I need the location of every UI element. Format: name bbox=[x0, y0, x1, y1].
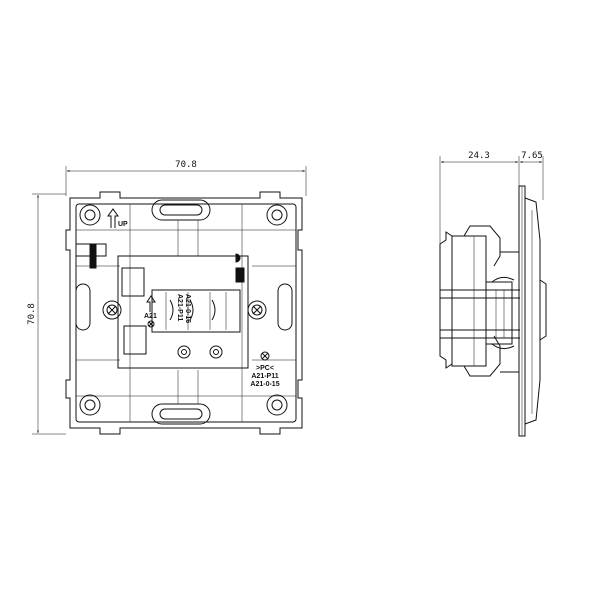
center-label-1: A21-P11 bbox=[176, 294, 183, 321]
top-slot bbox=[151, 199, 211, 221]
small-up-arrow-icon bbox=[146, 295, 156, 312]
right-oval-slot bbox=[277, 283, 293, 331]
height-dimension-label: 70.8 bbox=[27, 303, 37, 325]
front-view: 70.8 70.8 bbox=[27, 160, 307, 435]
plate-dimension: 7.65 bbox=[519, 151, 544, 200]
module-label: A21 bbox=[144, 313, 157, 320]
module-x-mark-icon bbox=[147, 320, 155, 328]
depth-dimension-label: 24.3 bbox=[468, 151, 490, 161]
center-label-2: A21-0-16 bbox=[184, 294, 191, 323]
corner-screw-hole-bottom-right bbox=[266, 394, 288, 416]
pc-label: >PC< bbox=[256, 365, 274, 372]
switch-mechanism bbox=[117, 253, 249, 369]
left-oval-slot bbox=[75, 283, 91, 331]
right-screw-icon bbox=[247, 300, 267, 320]
mounting-frame bbox=[65, 191, 303, 435]
x-mark-icon bbox=[260, 351, 270, 361]
code-label-1: A21-P11 bbox=[251, 373, 278, 380]
left-clip bbox=[75, 243, 107, 269]
side-view: 24.3 7.65 bbox=[439, 151, 547, 437]
width-dimension-label: 70.8 bbox=[175, 160, 197, 170]
height-dimension: 70.8 bbox=[27, 193, 66, 435]
up-arrow-icon bbox=[107, 208, 119, 228]
corner-screw-hole-top-right bbox=[266, 204, 288, 226]
code-label-2: A21-0-15 bbox=[250, 381, 279, 388]
left-screw-icon bbox=[102, 300, 122, 320]
corner-screw-hole-top-left bbox=[79, 204, 101, 226]
side-mechanism-body bbox=[439, 225, 520, 377]
side-plate bbox=[518, 185, 547, 437]
up-label: UP bbox=[118, 221, 128, 228]
bottom-slot bbox=[151, 403, 211, 425]
corner-screw-hole-bottom-left bbox=[79, 394, 101, 416]
width-dimension: 70.8 bbox=[65, 160, 307, 196]
plate-dimension-label: 7.65 bbox=[521, 151, 543, 161]
